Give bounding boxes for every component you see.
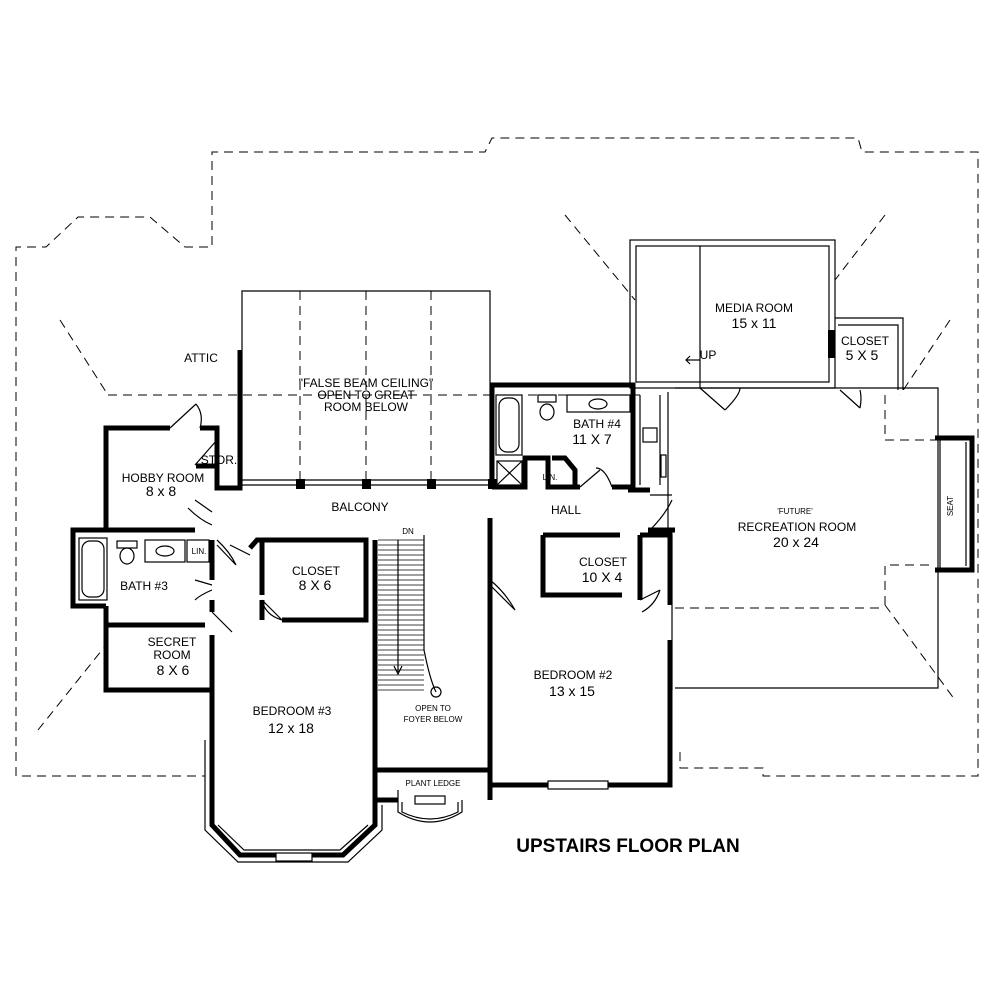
bath3-fixtures [78, 537, 210, 601]
stair-rail [393, 535, 442, 698]
bedroom2-size: 13 x 15 [549, 683, 595, 699]
hall-label: HALL [551, 503, 581, 517]
seat-label: SEAT [946, 496, 955, 516]
closet-8x6-name: CLOSET [292, 564, 341, 578]
media-room-name: MEDIA ROOM [715, 301, 793, 315]
stor-label: STOR. [201, 453, 237, 467]
roof-outline [15, 137, 979, 777]
hall-fixtures [639, 395, 667, 485]
plan-title: UPSTAIRS FLOOR PLAN [516, 836, 739, 857]
hobby-room-name: HOBBY ROOM [122, 471, 204, 485]
bath3-name: BATH #3 [120, 579, 168, 593]
media-up-label: UP [700, 348, 717, 362]
balcony-label: BALCONY [331, 500, 388, 514]
closet-media-size: 5 X 5 [846, 347, 879, 363]
bedroom2-window [547, 780, 609, 790]
future-label: 'FUTURE' [777, 507, 813, 516]
false-beam-label-1: "FALSE BEAM CEILING" [299, 376, 434, 390]
stair-dn-label: DN [402, 527, 414, 536]
attic-label: ATTIC [184, 351, 218, 365]
secret-room-name-2: ROOM [153, 648, 190, 662]
open-foyer-label-1: OPEN TO [415, 704, 451, 713]
secret-room-name-1: SECRET [148, 635, 197, 649]
staircase [378, 539, 424, 691]
bath4-size: 11 X 7 [572, 431, 612, 447]
door-swings [169, 387, 862, 633]
closet-8x6-size: 8 X 6 [299, 577, 332, 593]
recreation-room-size: 20 x 24 [773, 534, 819, 550]
closet-10x4-name: CLOSET [579, 555, 628, 569]
bath3-lin: LIN. [192, 547, 207, 556]
open-foyer-label-2: FOYER BELOW [404, 715, 463, 724]
false-beam-label-3: ROOM BELOW [324, 400, 409, 414]
bedroom3-name: BEDROOM #3 [253, 704, 332, 718]
bedroom3-size: 12 x 18 [268, 720, 314, 736]
bay-window [204, 740, 383, 863]
recreation-room-name: RECREATION ROOM [738, 520, 856, 534]
secret-room-size: 8 X 6 [157, 662, 190, 678]
hobby-room-size: 8 x 8 [146, 483, 177, 499]
media-room-size: 15 x 11 [732, 315, 777, 331]
bath4-lin: LIN. [543, 473, 558, 482]
false-beam-label-2: OPEN TO GREAT [317, 388, 415, 402]
bath4-fixtures [495, 394, 631, 486]
plant-ledge-label: PLANT LEDGE [406, 779, 461, 788]
room-labels: ATTIC "FALSE BEAM CEILING" OPEN TO GREAT… [120, 301, 955, 788]
bath4-name: BATH #4 [573, 417, 621, 431]
plant-ledge-bump [397, 790, 463, 823]
bedroom2-name: BEDROOM #2 [534, 668, 613, 682]
closet-media-name: CLOSET [841, 334, 890, 348]
closet-10x4-size: 10 X 4 [582, 569, 623, 585]
